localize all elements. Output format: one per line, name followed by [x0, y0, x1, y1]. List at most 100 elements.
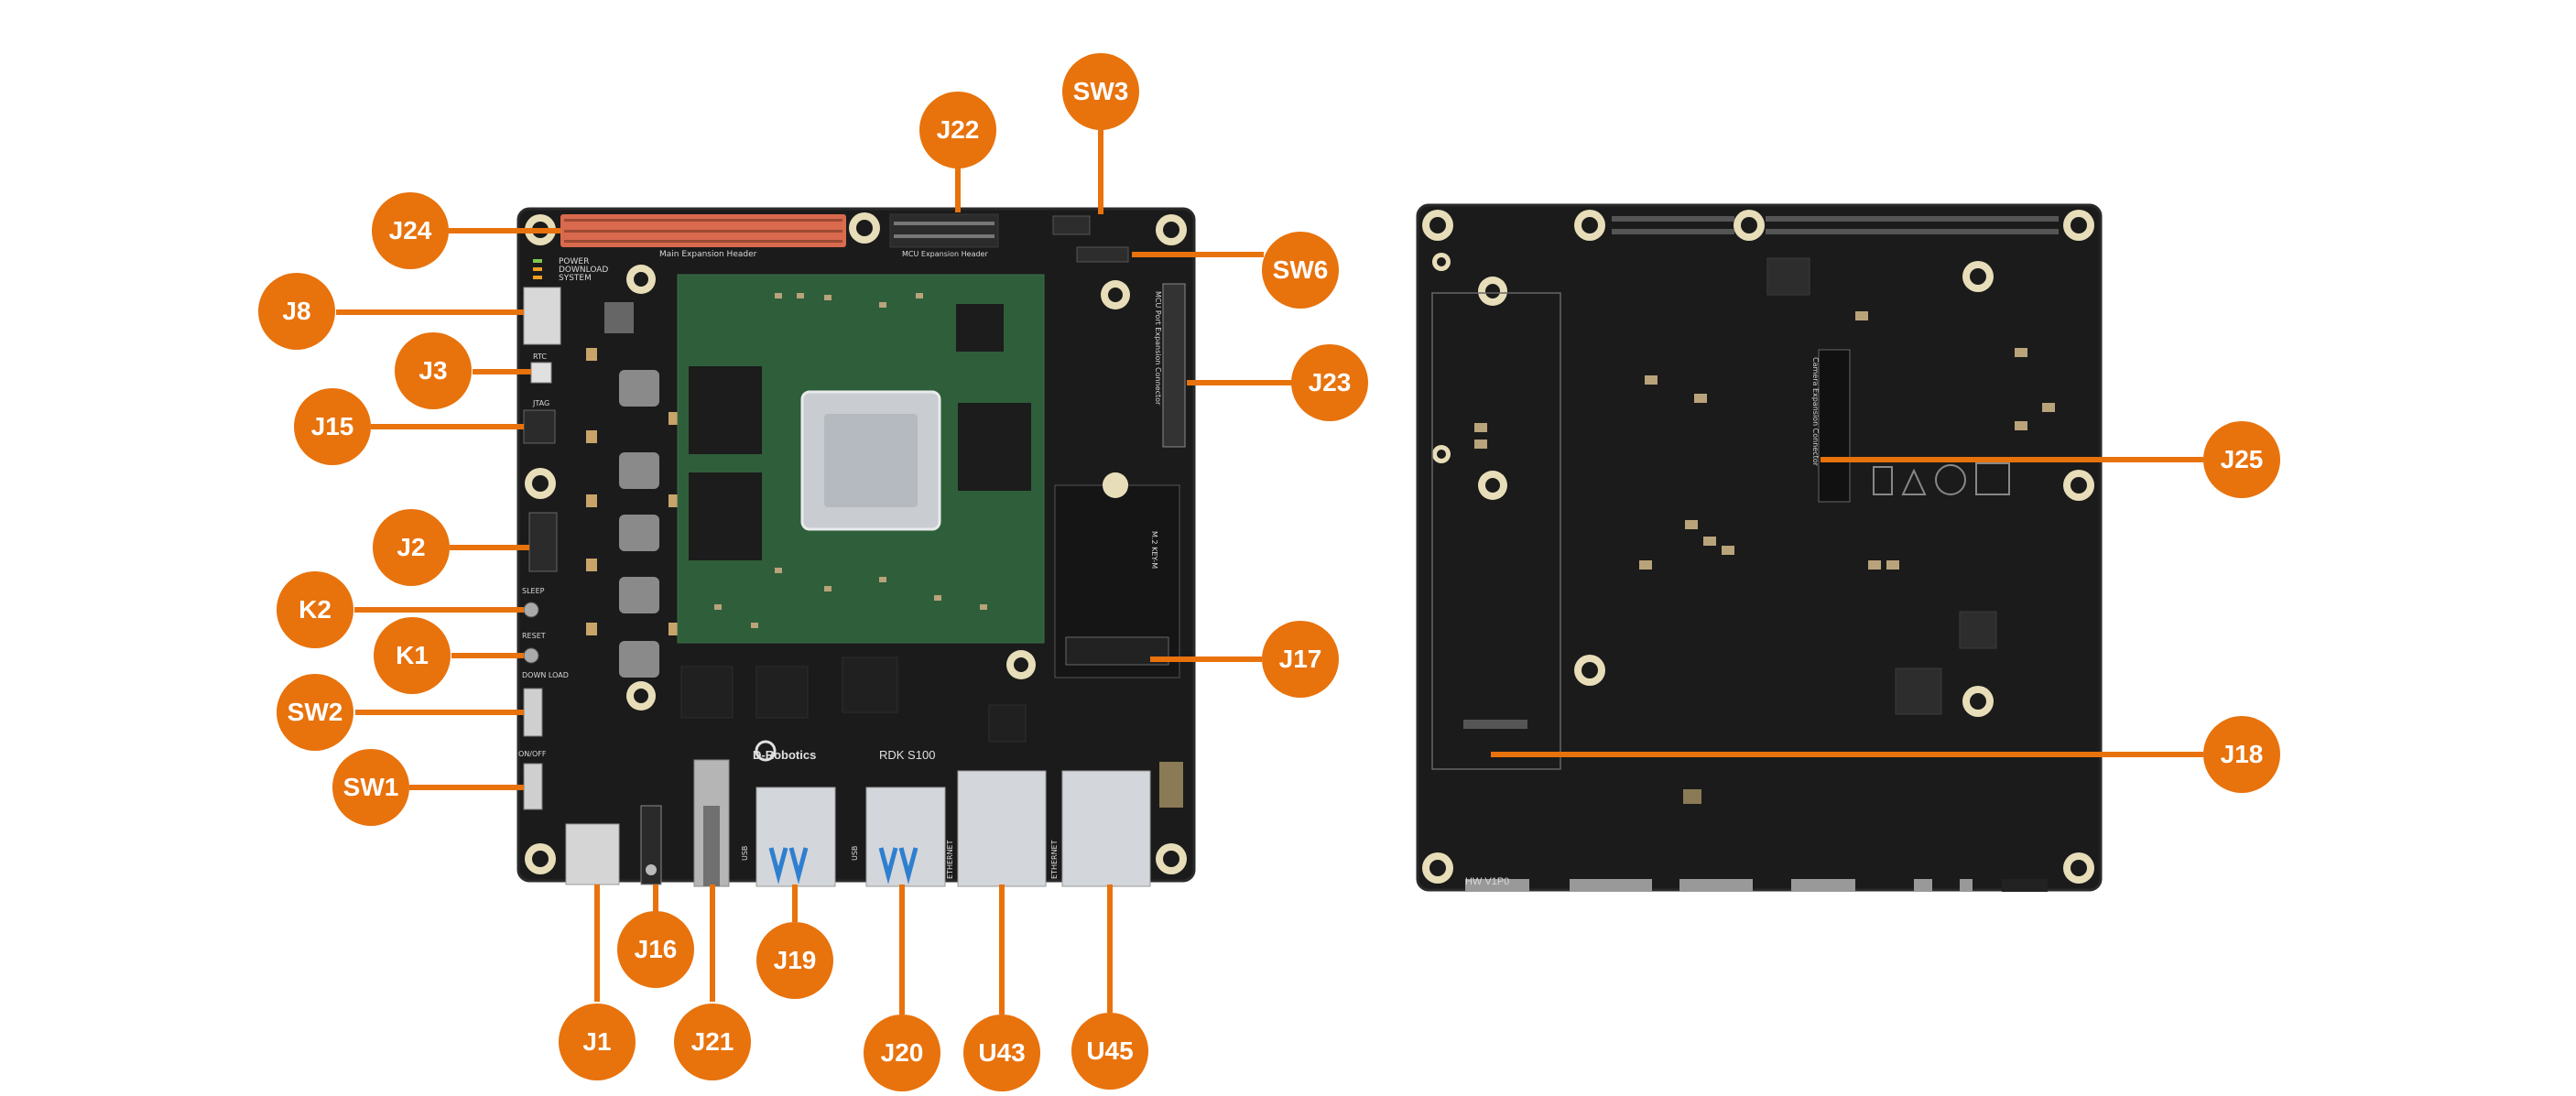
j16-power-jack	[640, 805, 662, 885]
svg-text:K1: K1	[396, 641, 429, 669]
callout-j19: J19	[756, 922, 833, 999]
status-leds	[533, 259, 542, 279]
mcu-port-silk: MCU Port Expansion Connector	[1154, 291, 1162, 406]
k2-button	[523, 602, 539, 618]
k1-button	[523, 647, 539, 664]
j19-usb	[755, 787, 836, 887]
callout-j2: J2	[373, 509, 450, 586]
callout-sw6: SW6	[1262, 232, 1339, 309]
callout-sw1: SW1	[332, 749, 409, 826]
j18-outline	[1431, 292, 1561, 770]
svg-text:U45: U45	[1086, 1036, 1133, 1065]
sw3-switch	[1052, 215, 1091, 235]
u45-ethernet	[1061, 770, 1151, 887]
svg-text:J24: J24	[389, 216, 432, 244]
m2-silk: M.2 KEY-M	[1150, 531, 1158, 569]
led-power-label: POWER	[559, 257, 589, 266]
svg-text:J18: J18	[2221, 740, 2264, 768]
callout-lines	[336, 128, 2203, 1015]
svg-text:J25: J25	[2221, 445, 2264, 473]
callout-j22: J22	[919, 92, 996, 168]
power-components	[586, 302, 679, 678]
j3-connector	[530, 362, 552, 384]
camera-silk: Camera Expansion Connector	[1811, 357, 1820, 467]
callout-u45: U45	[1071, 1013, 1148, 1090]
callout-j17: J17	[1262, 621, 1339, 698]
j8-connector	[523, 287, 561, 345]
callout-j21: J21	[674, 1004, 751, 1080]
back-components	[1474, 311, 2055, 570]
usb-silk-1: USB	[741, 846, 749, 861]
svg-text:J17: J17	[1279, 645, 1322, 673]
onoff-silk: ON/OFF	[518, 750, 547, 758]
svg-text:SW3: SW3	[1073, 77, 1129, 105]
callout-j25: J25	[2203, 421, 2280, 498]
callout-sw3: SW3	[1062, 53, 1139, 130]
j17-m2-slot	[1054, 472, 1180, 678]
usb-silk-2: USB	[851, 846, 859, 861]
svg-text:J23: J23	[1309, 368, 1352, 396]
j1-usb-c	[565, 823, 620, 885]
download-silk: DOWN LOAD	[522, 671, 569, 679]
callout-j1: J1	[559, 1004, 636, 1080]
hw-version-text: HW V1P0	[1465, 876, 1509, 887]
sw2-switch	[523, 688, 543, 737]
svg-text:J8: J8	[282, 297, 310, 325]
sleep-silk: SLEEP	[522, 587, 545, 595]
main-expansion-header	[560, 214, 846, 247]
callouts: J24 J22 SW3 SW6 J8 J3 J15 J23 J2 K2 K1 S…	[258, 53, 2280, 1091]
callout-k1: K1	[374, 617, 451, 694]
j20-usb	[865, 787, 946, 887]
cert-marks	[1873, 462, 2010, 495]
svg-text:J19: J19	[774, 946, 817, 974]
mcu-header-silk: MCU Expansion Header	[902, 250, 988, 258]
callout-j3: J3	[395, 332, 472, 409]
led-download-label: DOWNLOAD	[559, 266, 608, 275]
svg-text:J22: J22	[937, 115, 980, 144]
back-board-pcb	[1416, 203, 2103, 892]
j23-connector	[1162, 283, 1186, 448]
callout-j20: J20	[864, 1015, 940, 1091]
j25-connector	[1818, 349, 1851, 503]
svg-text:J2: J2	[397, 533, 425, 561]
led-system-label: SYSTEM	[559, 274, 592, 283]
callout-j23: J23	[1291, 344, 1368, 421]
ethernet-silk-1: ETHERNET	[946, 840, 954, 879]
u43-ethernet	[957, 770, 1047, 887]
svg-text:SW1: SW1	[343, 773, 399, 801]
reset-silk: RESET	[522, 632, 546, 640]
mcu-expansion-header	[889, 213, 999, 248]
rtc-silk: RTC	[533, 353, 547, 361]
back-board: Camera Expansion Connector	[1416, 203, 2103, 892]
callout-j24: J24	[372, 192, 449, 269]
svg-text:J20: J20	[881, 1038, 924, 1067]
j15-connector	[523, 409, 556, 444]
soc-module	[677, 274, 1045, 644]
lower-chips	[680, 657, 1027, 743]
callout-j16: J16	[617, 911, 694, 988]
svg-text:J15: J15	[311, 412, 354, 440]
callout-k2: K2	[277, 571, 353, 648]
model-text: RDK S100	[879, 748, 935, 762]
svg-text:SW2: SW2	[288, 698, 343, 726]
main-header-silk: Main Expansion Header	[659, 250, 757, 259]
jtag-silk: JTAG	[532, 399, 549, 407]
svg-text:U43: U43	[978, 1038, 1025, 1067]
callout-j15: J15	[294, 388, 371, 465]
callout-j18: J18	[2203, 716, 2280, 793]
svg-text:J3: J3	[418, 356, 447, 385]
svg-text:SW6: SW6	[1273, 255, 1329, 284]
back-header-holes	[1612, 216, 2059, 234]
sw6-switch	[1076, 246, 1129, 263]
svg-text:J16: J16	[635, 935, 678, 963]
front-board: Main Expansion Header MCU Expansion Head…	[516, 207, 1196, 887]
back-bottom-connectors	[1465, 789, 2048, 892]
j2-connector	[528, 512, 558, 572]
svg-text:J21: J21	[691, 1027, 734, 1056]
svg-text:K2: K2	[299, 595, 332, 624]
sw1-switch	[523, 763, 543, 810]
ethernet-silk-2: ETHERNET	[1050, 840, 1059, 879]
callout-j8: J8	[258, 273, 335, 350]
callout-sw2: SW2	[277, 674, 353, 751]
